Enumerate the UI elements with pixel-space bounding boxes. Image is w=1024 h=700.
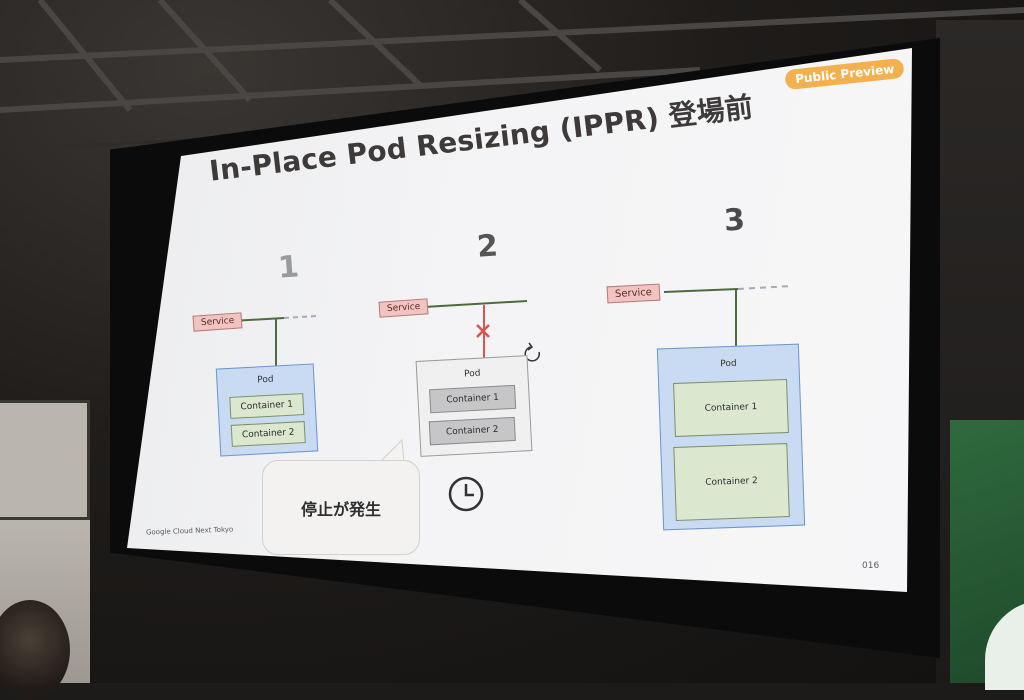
pod-label: Pod bbox=[463, 368, 481, 380]
restart-icon bbox=[524, 342, 541, 362]
step-1-service-box: Service bbox=[192, 312, 243, 332]
step-3-service-line bbox=[663, 288, 739, 293]
page-number: 016 bbox=[862, 561, 880, 571]
x-mark-icon bbox=[476, 324, 490, 338]
container-2-box: Container 2 bbox=[428, 416, 516, 446]
step-3-service-line-dashed bbox=[737, 285, 793, 290]
pod-label: Pod bbox=[720, 358, 737, 370]
step-3-service-box: Service bbox=[606, 283, 661, 304]
container-2-box: Container 2 bbox=[230, 421, 306, 447]
pod-label: Pod bbox=[257, 374, 274, 386]
step-2-pod: Pod Container 1 Container 2 bbox=[415, 355, 533, 457]
container-1-box: Container 1 bbox=[673, 379, 789, 437]
container-2-box: Container 2 bbox=[673, 443, 790, 521]
step-2-service-line bbox=[423, 300, 528, 308]
downtime-callout: 停止が発生 bbox=[262, 460, 420, 555]
diagram-lines bbox=[231, 285, 793, 512]
left-booth-panel bbox=[0, 400, 90, 520]
step-3-pod: Pod Container 1 Container 2 bbox=[656, 343, 806, 531]
step-2-service-box: Service bbox=[378, 298, 429, 318]
callout-tail bbox=[378, 438, 405, 463]
step-1-service-line-dashed bbox=[283, 315, 317, 319]
step-1-pod: Pod Container 1 Container 2 bbox=[215, 363, 319, 457]
container-1-box: Container 1 bbox=[229, 393, 305, 419]
container-1-box: Container 1 bbox=[429, 384, 517, 414]
clock-icon bbox=[448, 476, 484, 512]
